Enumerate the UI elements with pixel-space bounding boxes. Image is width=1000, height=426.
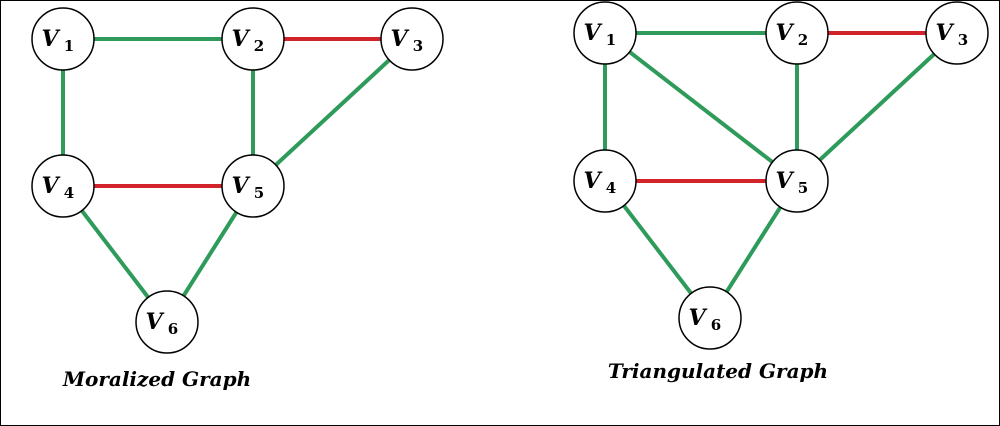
node-letter: V [41, 173, 60, 199]
node-letter: V [775, 20, 794, 46]
edge-v3-v5 [251, 37, 414, 188]
node-circle [135, 290, 199, 354]
node-subscript: 3 [958, 31, 968, 49]
node-subscript: 6 [711, 316, 721, 334]
node-circle [678, 286, 742, 350]
node-letter: V [145, 309, 164, 335]
node-circle [925, 1, 989, 65]
node-circle [31, 154, 95, 218]
node-subscript: 1 [64, 37, 74, 55]
node-subscript: 5 [798, 179, 808, 197]
node-letter: V [583, 168, 602, 194]
node-letter: V [583, 20, 602, 46]
node-subscript: 3 [413, 37, 423, 55]
node-letter: V [231, 26, 250, 52]
node-subscript: 2 [798, 31, 808, 49]
node-subscript: 1 [606, 31, 616, 49]
node-circle [380, 7, 444, 71]
node-circle [573, 1, 637, 65]
node-subscript: 4 [606, 179, 616, 197]
node-letter: V [41, 26, 60, 52]
node-subscript: 2 [254, 37, 264, 55]
node-letter: V [390, 26, 409, 52]
triangulated-graph-caption: Triangulated Graph [608, 359, 828, 383]
node-letter: V [935, 20, 954, 46]
moralized-graph-caption: Moralized Graph [62, 367, 251, 391]
node-subscript: 6 [168, 320, 178, 338]
node-letter: V [775, 168, 794, 194]
edge-v3-v5 [795, 31, 959, 183]
node-circle [573, 149, 637, 213]
node-subscript: 5 [254, 184, 264, 202]
node-circle [765, 1, 829, 65]
node-subscript: 4 [64, 184, 74, 202]
node-letter: V [231, 173, 250, 199]
node-circle [765, 149, 829, 213]
node-letter: V [688, 305, 707, 331]
node-circle [221, 154, 285, 218]
node-circle [31, 7, 95, 71]
edge-v1-v5 [603, 31, 799, 183]
node-circle [221, 7, 285, 71]
